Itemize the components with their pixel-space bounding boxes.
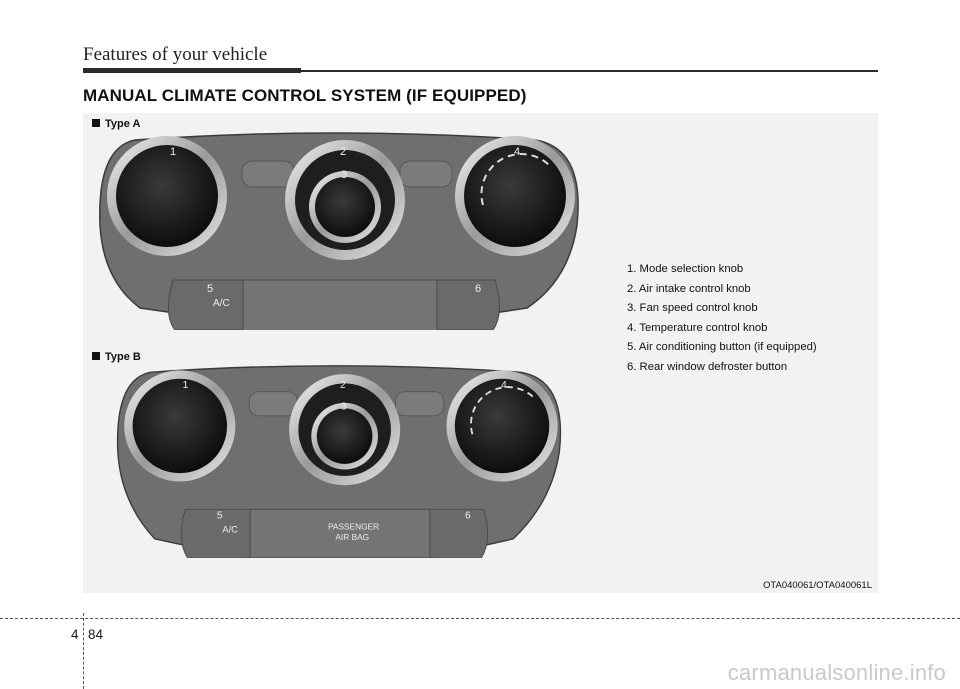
callout-4-b: 4 [501,380,507,391]
legend-item: 6. Rear window defroster button [627,360,788,373]
temperature-knob[interactable]: 4 [455,136,575,256]
legend-item: 5. Air conditioning button (if equipped) [627,341,817,353]
type-a-label: Type A [92,118,140,130]
legend-item: 3. Fan speed control knob [627,302,758,314]
callout-3: 3 [341,169,347,181]
air-intake-fan-knob-b[interactable]: 2 3 [289,374,401,486]
air-intake-fan-knob[interactable]: 2 3 [285,140,405,260]
header-title: Features of your vehicle [83,44,268,65]
legend-item: 1. Mode selection knob [627,263,744,275]
section-title: MANUAL CLIMATE CONTROL SYSTEM (IF EQUIPP… [83,86,527,105]
callout-1: 1 [170,146,176,158]
mode-knob-b[interactable]: 1 [124,370,236,482]
type-b-label: Type B [92,351,141,363]
legend-list: 1. Mode selection knob 2. Air intake con… [627,262,817,379]
ac-label-b: A/C [222,524,238,534]
legend-item: 4. Temperature control knob [627,321,768,334]
temperature-knob-b[interactable]: 4 [446,370,558,482]
callout-5-b: 5 [217,511,223,522]
callout-2-b: 2 [340,380,346,391]
callout-1-b: 1 [183,380,189,391]
callout-5: 5 [207,283,213,295]
callout-3-b: 3 [341,401,347,412]
airbag-label-2: AIR BAG [335,532,369,542]
chapter-number: 4 [71,627,79,642]
page-number: 84 [88,627,104,642]
mode-knob[interactable]: 1 [107,136,227,256]
airbag-label-1: PASSENGER [328,522,379,532]
header-rule [83,68,878,73]
figure-code: OTA040061/OTA040061L [763,580,872,591]
climate-panel-type-b: 1 2 3 4 5 A/C PASSENGER AIR BAG 6 [116,365,562,558]
callout-6-b: 6 [465,511,471,522]
callout-6: 6 [475,283,481,295]
footer-vdivider [83,613,84,689]
callout-4: 4 [514,146,520,158]
ac-label: A/C [213,298,230,309]
legend-item: 2. Air intake control knob [627,282,751,295]
climate-panel-type-a: 1 2 3 4 5 A/C 6 [99,132,579,330]
callout-2: 2 [340,146,346,158]
footer-divider [0,618,960,619]
watermark: carmanualsonline.info [727,660,946,685]
